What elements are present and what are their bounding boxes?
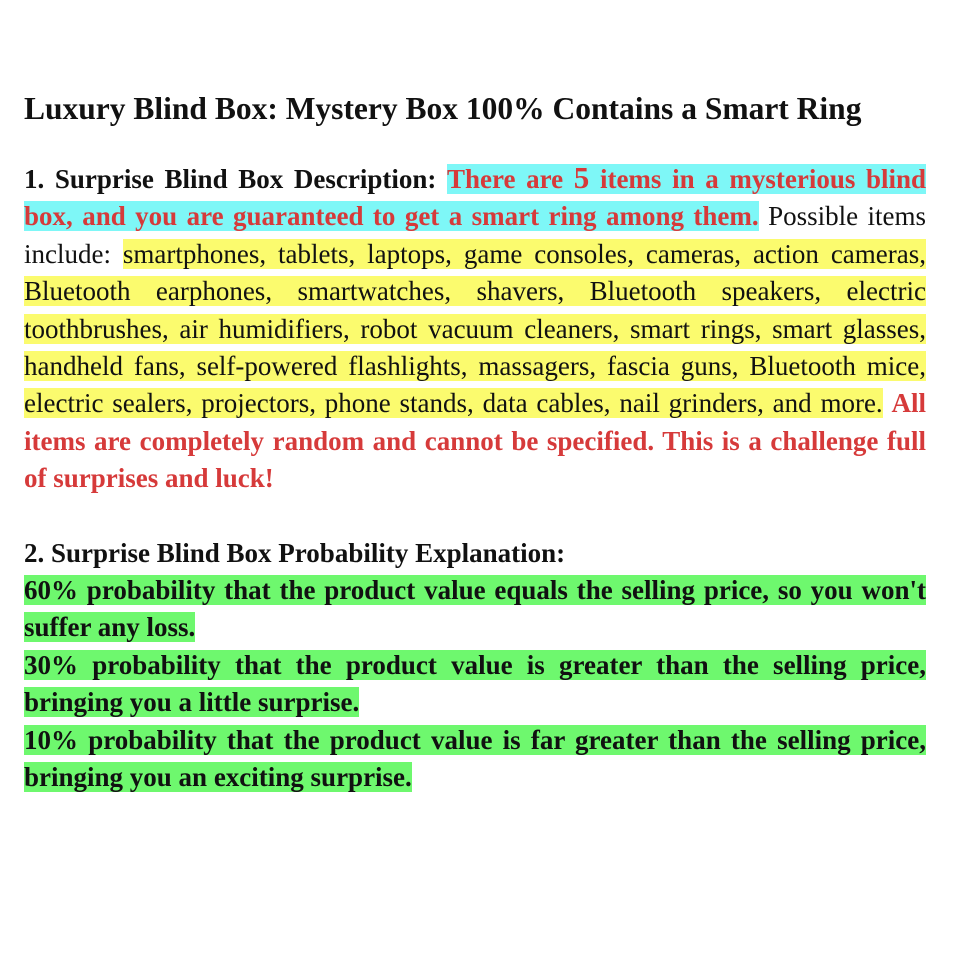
- possible-items-label: Possible items include:: [24, 201, 927, 269]
- description-paragraph: 1. Surprise Blind Box Description: There…: [24, 159, 927, 498]
- guarantee-text-start: There are: [447, 164, 564, 194]
- spacer: [24, 498, 926, 535]
- random-note: All items are completely random and cann…: [24, 388, 927, 494]
- section1-heading: 1. Surprise Blind Box Description:: [24, 164, 437, 194]
- item-count: 5: [573, 160, 590, 195]
- probability-line-10: 10% probability that the product value i…: [24, 724, 926, 793]
- page-title: Luxury Blind Box: Mystery Box 100% Conta…: [24, 91, 862, 126]
- guarantee-text-end: items in a mysterious blind box, and you…: [24, 164, 927, 232]
- section2-heading: 2. Surprise Blind Box Probability Explan…: [24, 537, 566, 568]
- probability-section: 2. Surprise Blind Box Probability Explan…: [24, 535, 926, 797]
- probability-line-60: 60% probability that the product value e…: [24, 575, 926, 643]
- probability-line-30: 30% probability that the product value i…: [24, 649, 926, 718]
- spacer: [24, 134, 926, 159]
- possible-items-list: smartphones, tablets, laptops, game cons…: [24, 238, 927, 419]
- document-page: Luxury Blind Box: Mystery Box 100% Conta…: [24, 84, 927, 797]
